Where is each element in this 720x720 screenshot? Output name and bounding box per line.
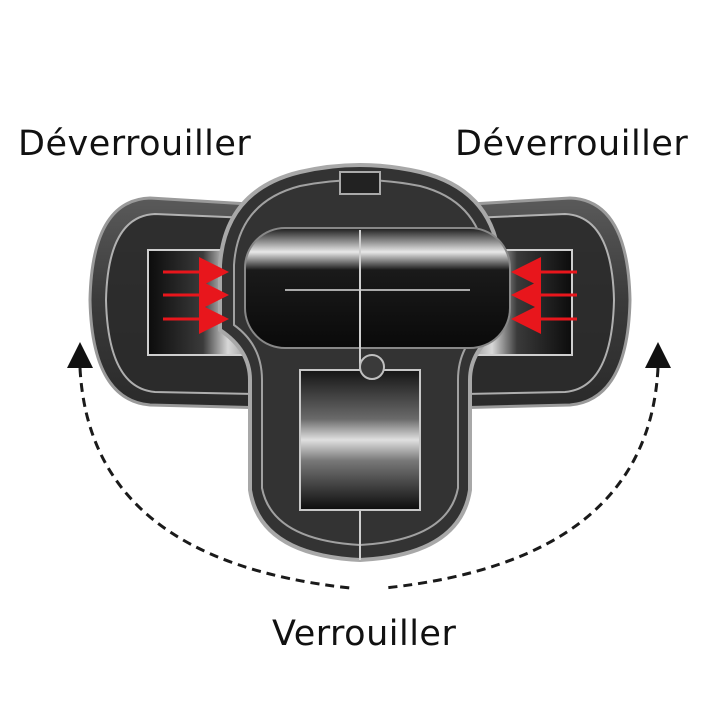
unlock-label-right: Déverrouiller <box>455 124 689 164</box>
rotation-arrow-left <box>67 342 351 590</box>
right-push-arrows <box>511 257 577 334</box>
lock-label: Verrouiller <box>272 614 457 654</box>
left-push-arrows <box>163 257 229 334</box>
central-body <box>218 163 511 563</box>
unlock-label-left: Déverrouiller <box>18 124 252 164</box>
rotation-arrow-right <box>384 342 671 590</box>
